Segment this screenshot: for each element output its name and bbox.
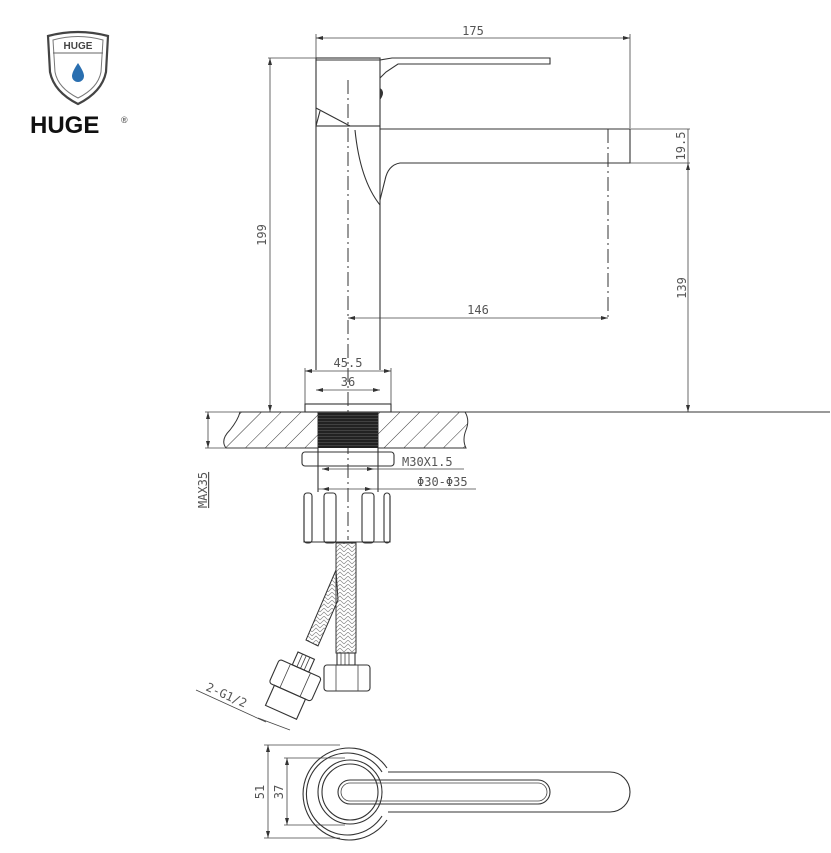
registered-mark: ® <box>121 115 128 125</box>
dim-top-inner: 37 <box>272 785 286 799</box>
dim-base-inner: 36 <box>341 375 355 389</box>
shield-text: HUGE <box>64 41 93 52</box>
countertop-section <box>223 411 830 449</box>
brand-logo: HUGE HUGE ® <box>30 30 128 139</box>
shield-icon: HUGE <box>46 30 110 106</box>
water-drop-icon <box>72 63 84 82</box>
dim-thread: M30X1.5 <box>402 455 453 469</box>
faucet-top-view: 51 37 <box>253 744 631 841</box>
dim-hole-diameter: Φ30-Φ35 <box>417 475 468 489</box>
brand-wordmark: HUGE <box>30 112 99 139</box>
faucet-side-view: 175 19.5 139 199 146 <box>195 24 830 731</box>
dim-top-outer: 51 <box>253 785 267 799</box>
dim-spout-reach: 146 <box>467 303 489 317</box>
supply-hoses <box>264 542 371 720</box>
dim-overall-height: 199 <box>255 224 269 246</box>
dim-max-thickness: MAX35 <box>196 472 210 508</box>
dim-spout-thickness: 19.5 <box>674 132 688 161</box>
dim-overall-length: 175 <box>462 24 484 38</box>
dim-base-outer: 45.5 <box>334 356 363 370</box>
dim-hose-connection: 2-G1/2 <box>204 680 249 710</box>
dim-spout-height: 139 <box>675 277 689 299</box>
